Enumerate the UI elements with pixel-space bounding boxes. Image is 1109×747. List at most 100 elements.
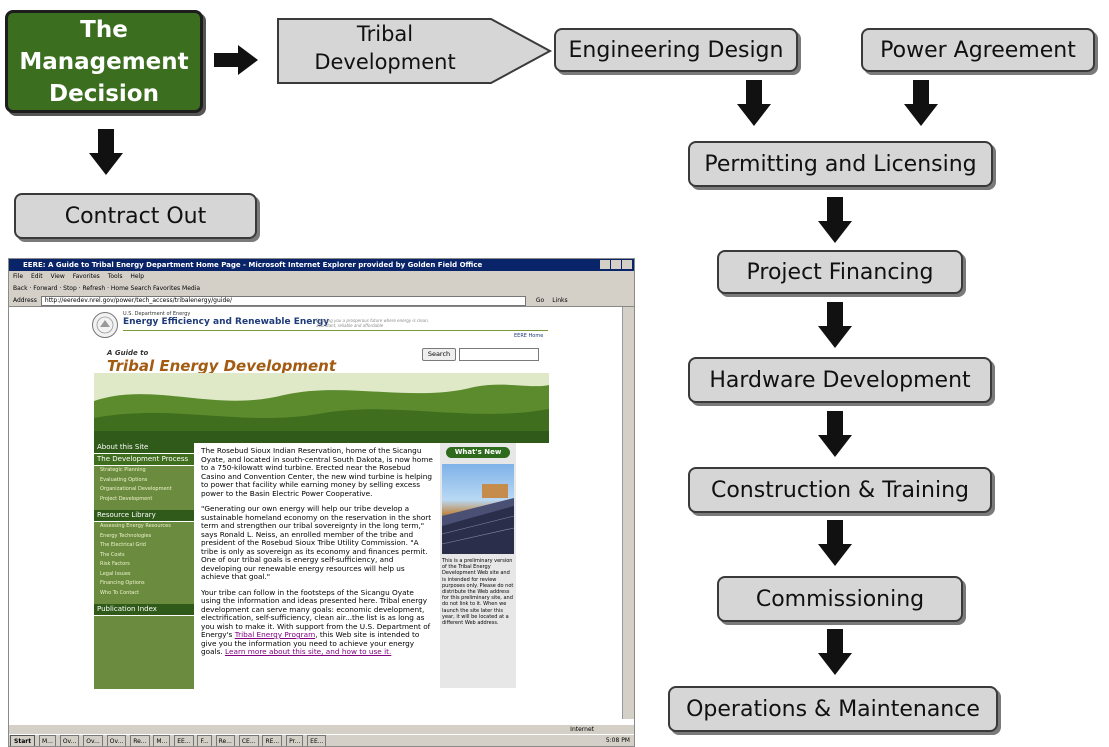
header-divider — [123, 330, 548, 331]
tribal-energy-program-link[interactable]: Tribal Energy Program — [234, 630, 316, 639]
article-body: The Rosebud Sioux Indian Reservation, ho… — [201, 446, 435, 664]
taskbar-item[interactable]: EE... — [174, 735, 194, 746]
commissioning-label: Commissioning — [755, 586, 925, 612]
sidebar-nav: About this Site The Development Process … — [94, 442, 194, 689]
sidebar-publication-index[interactable]: Publication Index — [94, 604, 194, 616]
article-paragraph-3: Your tribe can follow in the footsteps o… — [201, 587, 435, 657]
menu-help[interactable]: Help — [130, 273, 145, 280]
close-icon[interactable] — [622, 260, 632, 269]
doe-seal-icon — [92, 312, 118, 338]
start-button[interactable]: Start — [10, 735, 36, 746]
links-button[interactable]: Links — [552, 297, 568, 304]
sidebar-item[interactable]: Who To Contact — [100, 589, 140, 596]
arrow-down-icon — [818, 197, 852, 243]
sidebar-item[interactable]: Legal Issues — [100, 570, 131, 577]
sidebar-item[interactable]: The Costs — [100, 551, 125, 558]
contract-out-label: Contract Out — [64, 203, 207, 229]
engineering-design-box: Engineering Design — [554, 28, 798, 72]
window-titlebar: EERE: A Guide to Tribal Energy Departmen… — [9, 259, 634, 271]
arrow-down-icon — [904, 80, 938, 126]
maximize-icon[interactable] — [611, 260, 621, 269]
guide-title: Tribal Energy Development — [107, 357, 336, 375]
taskbar-item[interactable]: CE... — [238, 735, 259, 746]
site-name[interactable]: Energy Efficiency and Renewable Energy — [123, 317, 330, 327]
power-agreement-box: Power Agreement — [861, 28, 1095, 72]
menu-file[interactable]: File — [13, 273, 24, 280]
contract-out-box: Contract Out — [14, 193, 257, 239]
minimize-icon[interactable] — [600, 260, 610, 269]
taskbar-item[interactable]: Re... — [215, 735, 235, 746]
sidebar-item[interactable]: Strategic Planning — [100, 467, 146, 473]
permitting-label: Permitting and Licensing — [704, 151, 977, 177]
arrow-down-icon — [89, 129, 123, 175]
taskbar-clock: 5:08 PM — [605, 737, 630, 744]
taskbar-item[interactable]: EE... — [307, 735, 327, 746]
sidebar-item[interactable]: Financing Options — [100, 580, 145, 586]
sidebar-item[interactable]: Risk Factors — [100, 561, 130, 567]
status-zone: Internet — [570, 726, 594, 733]
status-bar: Internet — [9, 725, 634, 735]
toolbar-buttons[interactable]: Back · Forward · Stop · Refresh · Home S… — [13, 285, 201, 292]
power-agreement-label: Power Agreement — [880, 37, 1076, 63]
sidebar-dev-process[interactable]: The Development Process — [94, 454, 194, 466]
sidebar-item[interactable]: Evaluating Options — [100, 476, 148, 483]
construction-training-label: Construction & Training — [710, 477, 970, 503]
sidebar-resource-library[interactable]: Resource Library — [94, 510, 194, 522]
sidebar-item[interactable]: Project Development — [100, 495, 153, 502]
guide-subtitle: A Guide to — [107, 349, 149, 357]
taskbar-item[interactable]: Ov... — [83, 735, 103, 746]
sidebar-item[interactable]: Organizational Development — [100, 486, 172, 492]
arrow-down-icon — [737, 80, 771, 126]
arrow-down-icon — [818, 302, 852, 348]
engineering-design-label: Engineering Design — [568, 37, 784, 63]
article-paragraph-1: The Rosebud Sioux Indian Reservation, ho… — [201, 446, 433, 498]
hardware-development-label: Hardware Development — [709, 367, 971, 393]
sidebar-item[interactable]: The Electrical Grid — [100, 542, 146, 548]
search-button[interactable]: Search — [422, 348, 456, 361]
menu-view[interactable]: View — [50, 273, 65, 280]
arrow-down-icon — [818, 520, 852, 566]
management-line-3: Decision — [49, 80, 159, 107]
article-p3-text: Your tribe can follow in the footsteps o… — [201, 587, 431, 639]
taskbar-item[interactable]: F... — [197, 735, 212, 746]
solar-array-icon — [442, 484, 514, 554]
address-input[interactable]: http://eeredev.nrel.gov/power/tech_acces… — [40, 296, 526, 306]
taskbar-item[interactable]: M... — [153, 735, 171, 746]
menu-tools[interactable]: Tools — [107, 273, 123, 280]
sidebar-item[interactable]: Energy Technologies — [100, 532, 152, 539]
tribal-development-shape — [277, 18, 553, 84]
tribal-line-2: Development — [314, 50, 456, 74]
toolbar[interactable]: Back · Forward · Stop · Refresh · Home S… — [9, 283, 634, 295]
management-decision-box: The Management Decision — [5, 10, 203, 113]
menu-edit[interactable]: Edit — [30, 273, 43, 280]
menu-bar: File Edit View Favorites Tools Help — [9, 271, 634, 283]
taskbar-item[interactable]: RE... — [262, 735, 283, 746]
taskbar-item[interactable]: Re... — [130, 735, 150, 746]
operations-maintenance-box: Operations & Maintenance — [668, 686, 998, 732]
solar-panels-photo — [442, 464, 514, 554]
site-department: U.S. Department of Energy — [123, 311, 191, 317]
sidebar-item[interactable]: Assessing Energy Resources — [100, 523, 171, 529]
article-paragraph-2: "Generating our own energy will help our… — [201, 504, 432, 581]
site-tagline: Bringing you a prosperous future where e… — [316, 318, 429, 328]
address-label: Address — [13, 297, 37, 304]
arrow-right-icon — [214, 45, 258, 75]
vertical-scrollbar[interactable] — [622, 307, 634, 719]
learn-more-link[interactable]: Learn more about this site, and how to u… — [225, 647, 392, 656]
search-input[interactable] — [459, 348, 539, 361]
arrow-down-icon — [818, 411, 852, 457]
taskbar-item[interactable]: Ov... — [59, 735, 80, 746]
tribal-line-1: Tribal — [356, 22, 414, 46]
construction-training-box: Construction & Training — [688, 467, 992, 513]
eere-home-link[interactable]: EERE Home — [514, 333, 544, 339]
sidebar-about[interactable]: About this Site — [94, 442, 194, 454]
menu-favorites[interactable]: Favorites — [72, 273, 100, 280]
taskbar-item[interactable]: Pr... — [286, 735, 304, 746]
permitting-licensing-box: Permitting and Licensing — [688, 141, 993, 187]
go-button[interactable]: Go — [535, 297, 545, 304]
taskbar-item[interactable]: Ov... — [106, 735, 127, 746]
taskbar-item[interactable]: M... — [39, 735, 56, 746]
management-line-2: Management — [19, 48, 189, 75]
article-p3-mid: , this Web site is intended to give you … — [201, 630, 420, 656]
page-content: U.S. Department of Energy Energy Efficie… — [9, 307, 622, 719]
